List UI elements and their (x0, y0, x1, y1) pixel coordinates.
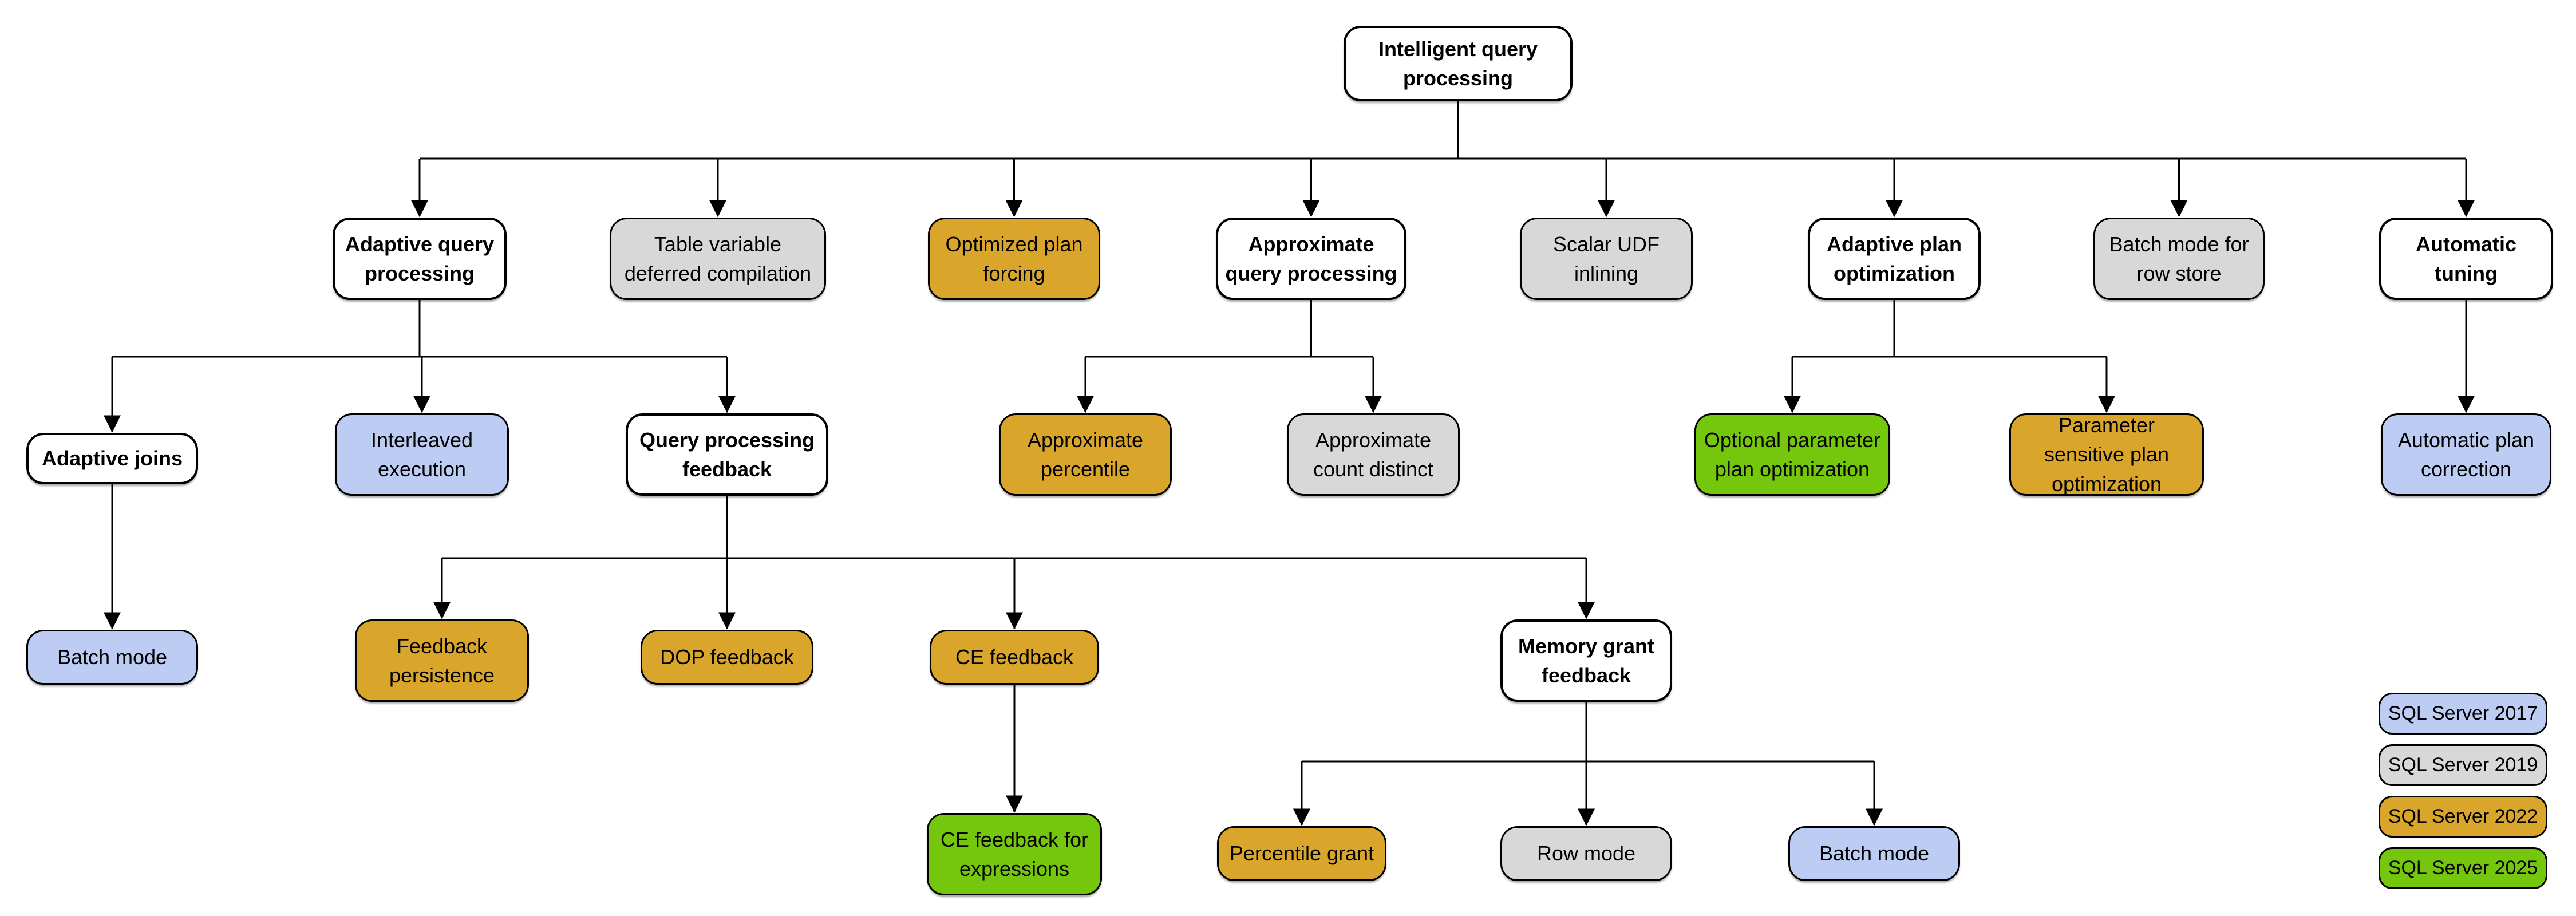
node-label: Query processing feedback (639, 428, 815, 481)
node-label: Batch mode for row store (2109, 232, 2249, 285)
node-label: Adaptive plan optimization (1826, 232, 1962, 285)
node-apc: Automatic plan correction (2381, 413, 2551, 496)
node-label: Adaptive joins (41, 447, 183, 471)
node-label: Intelligent query processing (1378, 37, 1538, 90)
node-aj: Adaptive joins (26, 433, 198, 484)
node-label: Table variable deferred compilation (624, 232, 812, 285)
node-label: CE feedback for expressions (940, 827, 1089, 881)
node-label: Approximate count distinct (1313, 428, 1434, 481)
node-bmrs: Batch mode for row store (2093, 218, 2265, 300)
node-label: Adaptive query processing (345, 232, 495, 285)
node-rm: Row mode (1500, 826, 1672, 881)
node-label: Automatic plan correction (2397, 428, 2535, 481)
node-label: Batch mode (57, 645, 168, 669)
node-cef: CE feedback (930, 630, 1099, 685)
node-sui: Scalar UDF inlining (1520, 218, 1693, 300)
node-aqp: Adaptive query processing (333, 218, 507, 300)
node-ie: Interleaved execution (335, 413, 509, 496)
node-tvdc: Table variable deferred compilation (610, 218, 826, 300)
node-apqp: Approximate query processing (1216, 218, 1406, 300)
legend-label: SQL Server 2025 (2388, 857, 2538, 879)
node-label: Row mode (1536, 842, 1636, 866)
legend-item-2019: SQL Server 2019 (2379, 744, 2547, 786)
node-label: Percentile grant (1229, 842, 1374, 866)
legend-item-2022: SQL Server 2022 (2379, 796, 2547, 838)
node-cefe: CE feedback for expressions (927, 813, 1102, 895)
legend-label: SQL Server 2022 (2388, 806, 2538, 827)
node-acd: Approximate count distinct (1287, 413, 1460, 496)
node-label: Batch mode (1819, 842, 1930, 866)
legend-item-2025: SQL Server 2025 (2379, 847, 2547, 889)
node-dop: DOP feedback (641, 630, 813, 685)
node-label: Optimized plan forcing (945, 232, 1083, 285)
node-mgf: Memory grant feedback (1500, 619, 1672, 702)
node-pg: Percentile grant (1217, 826, 1386, 881)
node-label: Scalar UDF inlining (1552, 232, 1660, 285)
node-root: Intelligent query processing (1344, 26, 1573, 101)
node-label: Interleaved execution (370, 428, 473, 481)
legend-label: SQL Server 2017 (2388, 702, 2538, 724)
node-label: Optional parameter plan optimization (1704, 428, 1881, 481)
node-label: DOP feedback (660, 645, 794, 669)
node-bm2: Batch mode (1788, 826, 1960, 881)
node-qpf: Query processing feedback (626, 413, 828, 496)
node-label: Parameter sensitive plan optimization (2044, 413, 2170, 496)
node-label: Approximate percentile (1027, 428, 1144, 481)
node-label: Memory grant feedback (1518, 634, 1655, 687)
node-oppo: Optional parameter plan optimization (1694, 413, 1890, 496)
legend-item-2017: SQL Server 2017 (2379, 693, 2547, 735)
node-ap: Approximate percentile (999, 413, 1172, 496)
node-label: Feedback persistence (389, 634, 495, 687)
node-label: Approximate query processing (1225, 232, 1397, 285)
node-apo: Adaptive plan optimization (1808, 218, 1981, 300)
node-bm1: Batch mode (26, 630, 198, 685)
node-pspo: Parameter sensitive plan optimization (2009, 413, 2204, 496)
node-label: Automatic tuning (2415, 232, 2516, 285)
node-at: Automatic tuning (2379, 218, 2553, 300)
node-label: CE feedback (955, 645, 1074, 669)
node-opf: Optimized plan forcing (928, 218, 1100, 300)
legend-label: SQL Server 2019 (2388, 754, 2538, 776)
node-fp: Feedback persistence (355, 619, 529, 702)
